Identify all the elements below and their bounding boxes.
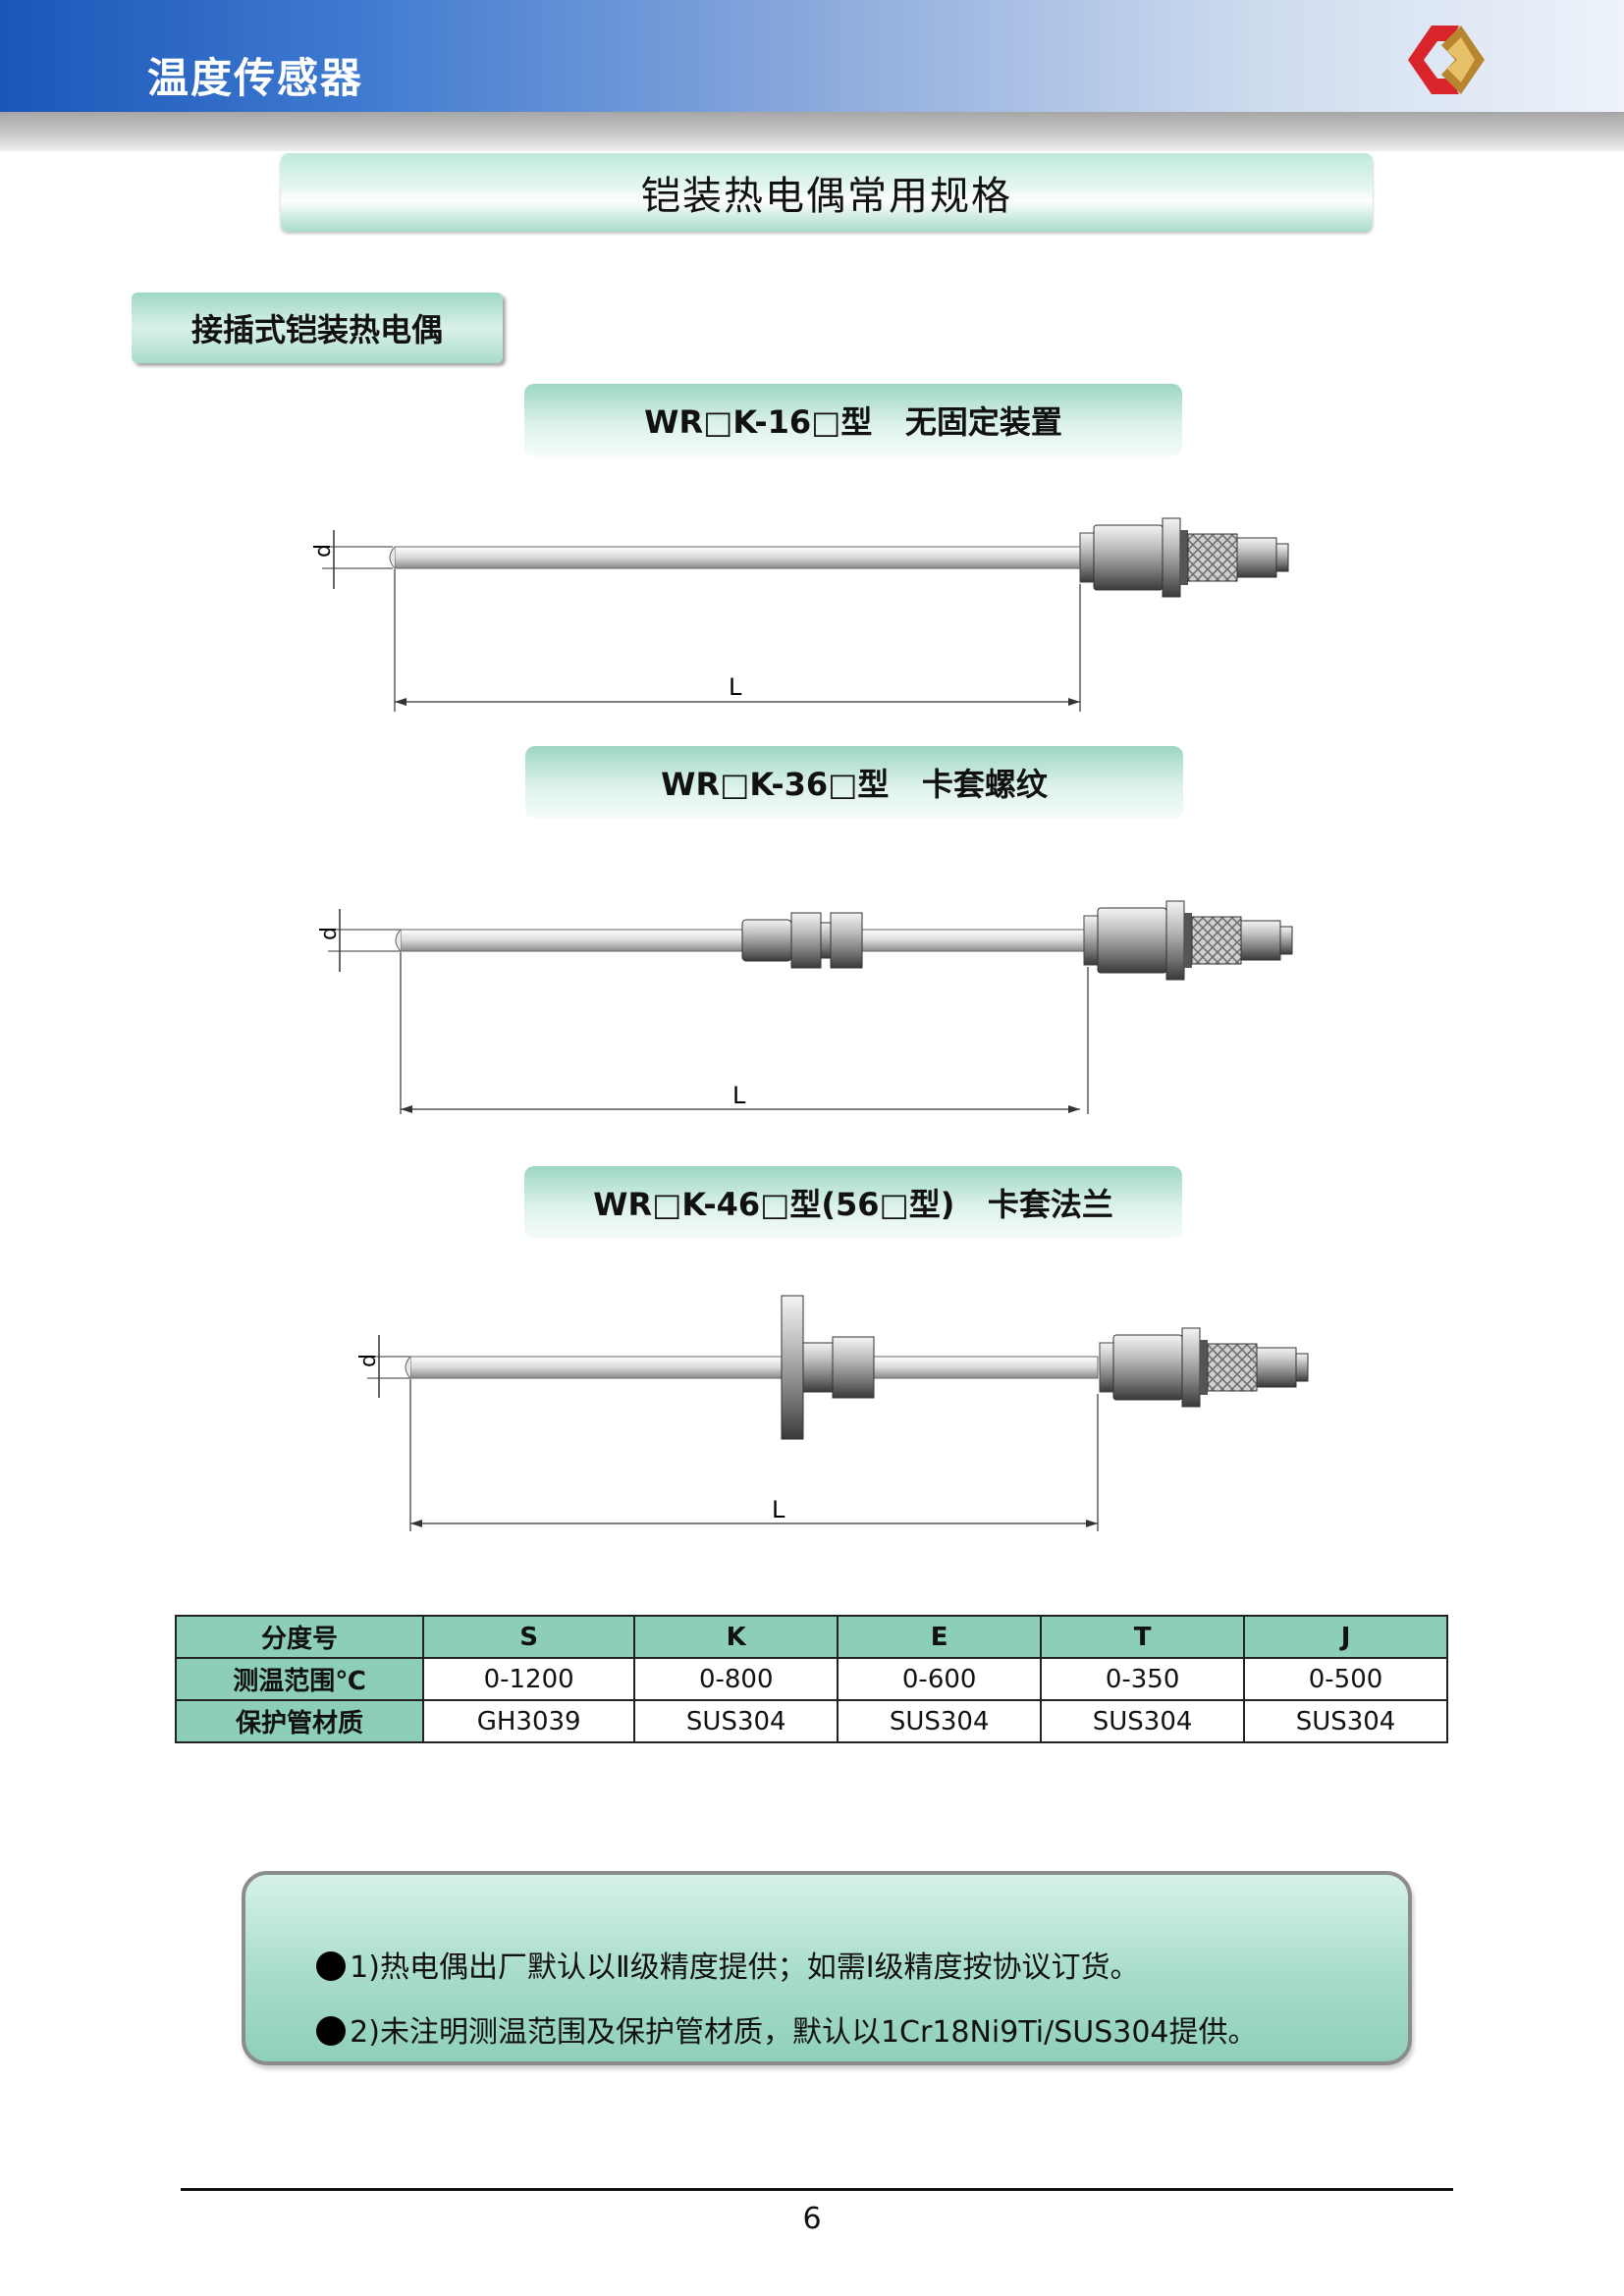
table-cell: 0-800 xyxy=(633,1657,839,1701)
dim-d-label-3: d xyxy=(356,1354,381,1367)
table-cell: SUS304 xyxy=(1243,1699,1448,1743)
dim-d-label-1: d xyxy=(311,544,336,558)
company-logo-icon xyxy=(1408,26,1485,94)
table-row: 保护管材质 GH3039 SUS304 SUS304 SUS304 SUS304 xyxy=(175,1699,1448,1743)
page-number: 6 xyxy=(802,2202,822,2236)
table-cell: SUS304 xyxy=(837,1699,1043,1743)
main-title: 铠装热电偶常用规格 xyxy=(641,174,1012,219)
drawing-model-3: d L xyxy=(356,1295,1309,1531)
notes-box: 1)热电偶出厂默认以Ⅱ级精度提供；如需Ⅰ级精度按协议订货。 2)未注明测温范围及… xyxy=(242,1871,1412,2065)
dim-L-label-3: L xyxy=(772,1496,785,1523)
model-banner-3: WR□K-46□型(56□型) 卡套法兰 xyxy=(524,1166,1182,1239)
note-item-1: 1)热电偶出厂默认以Ⅱ级精度提供；如需Ⅰ级精度按协议订货。 xyxy=(279,1908,1140,2020)
drawing-model-1: d L xyxy=(311,517,1289,712)
model-banner-2: WR□K-36□型 卡套螺纹 xyxy=(525,746,1183,819)
table-cell: 0-500 xyxy=(1243,1657,1448,1701)
bullet-icon xyxy=(316,2016,347,2046)
note-text-1: 1)热电偶出厂默认以Ⅱ级精度提供；如需Ⅰ级精度按协议订货。 xyxy=(350,1950,1140,1985)
section-label: 接插式铠装热电偶 xyxy=(190,311,443,348)
table-header-cell: E xyxy=(837,1615,1043,1659)
model-banner-1: WR□K-16□型 无固定装置 xyxy=(524,384,1182,456)
dim-L-label-1: L xyxy=(729,673,742,701)
drawing-model-2: d L xyxy=(317,900,1293,1114)
footer-divider xyxy=(181,2188,1453,2191)
table-cell: SUS304 xyxy=(1040,1699,1246,1743)
table-header-cell: 分度号 xyxy=(175,1615,424,1659)
dim-L-label-2: L xyxy=(732,1082,746,1109)
table-cell: SUS304 xyxy=(633,1699,839,1743)
table-row-header: 测温范围℃ xyxy=(175,1657,424,1701)
header-shadow-band xyxy=(0,112,1624,151)
table-cell: GH3039 xyxy=(421,1699,636,1743)
table-header-cell: K xyxy=(633,1615,839,1659)
table-header-cell: J xyxy=(1243,1615,1448,1659)
header-band xyxy=(0,0,1624,112)
note-item-2: 2)未注明测温范围及保护管材质，默认以1Cr18Ni9Ti/SUS304提供。 xyxy=(279,1973,1258,2085)
table-cell: 0-1200 xyxy=(421,1657,636,1701)
section-label-banner: 接插式铠装热电偶 xyxy=(132,293,503,363)
table-header-cell: T xyxy=(1040,1615,1246,1659)
table-cell: 0-600 xyxy=(837,1657,1043,1701)
header-title: 温度传感器 xyxy=(147,54,364,102)
spec-table: 分度号 S K E T J 测温范围℃ 0-1200 0-800 0-600 0… xyxy=(175,1615,1448,1743)
table-row: 测温范围℃ 0-1200 0-800 0-600 0-350 0-500 xyxy=(175,1657,1448,1701)
note-text-2: 2)未注明测温范围及保护管材质，默认以1Cr18Ni9Ti/SUS304提供。 xyxy=(350,2015,1258,2050)
table-cell: 0-350 xyxy=(1040,1657,1246,1701)
table-header-cell: S xyxy=(421,1615,636,1659)
model-title-1: WR□K-16□型 无固定装置 xyxy=(644,403,1062,441)
dim-d-label-2: d xyxy=(317,927,342,940)
model-title-2: WR□K-36□型 卡套螺纹 xyxy=(661,766,1048,803)
bullet-icon xyxy=(316,1951,347,1981)
table-row-header: 保护管材质 xyxy=(175,1699,424,1743)
model-title-3: WR□K-46□型(56□型) 卡套法兰 xyxy=(593,1186,1113,1223)
table-header-row: 分度号 S K E T J xyxy=(175,1615,1448,1659)
main-title-banner: 铠装热电偶常用规格 xyxy=(281,153,1373,232)
